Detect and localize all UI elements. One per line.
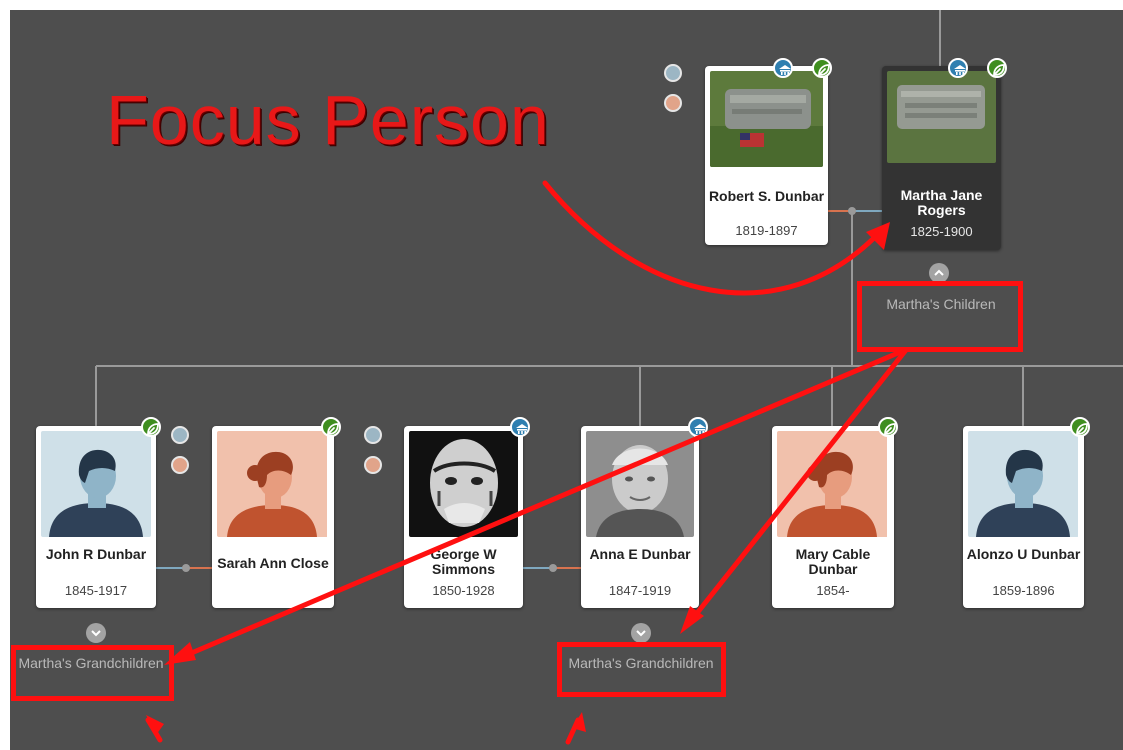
grandchildren-group-label: Martha's Grandchildren: [568, 655, 714, 671]
person-name: Anna E Dunbar: [589, 546, 691, 562]
annotation-box-children: [857, 281, 1023, 352]
memorial-icon: [773, 58, 793, 78]
person-years: 1847-1919: [608, 583, 672, 598]
collapse-children-button[interactable]: [929, 263, 949, 283]
person-years: 1819-1897: [735, 223, 798, 238]
expand-children-button[interactable]: [86, 623, 106, 643]
person-years: 1825-1900: [910, 224, 973, 239]
tree-leaf-icon: [878, 417, 898, 437]
annotation-box-grandchildren: [557, 642, 726, 697]
portrait-photo: [409, 431, 518, 537]
person-years: 1850-1928: [432, 583, 495, 598]
person-card-robert-dunbar[interactable]: Robert S. Dunbar 1819-1897: [705, 66, 828, 245]
children-group-label: Martha's Children: [886, 296, 996, 312]
grandchildren-group-label: Martha's Grandchildren: [18, 655, 164, 671]
person-card-john-dunbar[interactable]: John R Dunbar 1845-1917: [36, 426, 156, 608]
person-name: Mary Cable Dunbar: [795, 546, 871, 577]
person-card-alonzo-dunbar[interactable]: Alonzo U Dunbar 1859-1896: [963, 426, 1084, 608]
tree-leaf-icon: [141, 417, 161, 437]
tree-leaf-icon: [1070, 417, 1090, 437]
person-card-sarah-close[interactable]: Sarah Ann Close: [212, 426, 334, 608]
gravestone-photo: [710, 71, 823, 167]
person-name: Sarah Ann Close: [217, 555, 329, 571]
chevron-up-icon: [934, 269, 944, 276]
person-name: Martha Jane Rogers: [900, 187, 983, 218]
tree-leaf-icon: [987, 58, 1007, 78]
person-years: 1859-1896: [992, 583, 1055, 598]
parents-switch-icon[interactable]: [171, 426, 193, 480]
person-name: John R Dunbar: [45, 546, 147, 562]
chevron-down-icon: [636, 630, 646, 637]
gravestone-photo: [887, 71, 996, 163]
person-card-anna-dunbar[interactable]: Anna E Dunbar 1847-1919: [581, 426, 699, 608]
person-name: George W Simmons: [430, 546, 497, 577]
person-name: Robert S. Dunbar: [708, 188, 825, 204]
annotation-box-grandchildren: [11, 645, 174, 701]
chevron-down-icon: [91, 630, 101, 637]
person-years: 1854-: [816, 583, 850, 598]
person-card-martha-rogers[interactable]: Martha Jane Rogers 1825-1900: [882, 66, 1001, 250]
person-name: Alonzo U Dunbar: [966, 546, 1081, 562]
person-card-mary-dunbar[interactable]: Mary Cable Dunbar 1854-: [772, 426, 894, 608]
person-years: 1845-1917: [64, 583, 128, 598]
tree-leaf-icon: [812, 58, 832, 78]
expand-children-button[interactable]: [631, 623, 651, 643]
memorial-icon: [510, 417, 530, 437]
person-card-george-simmons[interactable]: George W Simmons 1850-1928: [404, 426, 523, 608]
tree-leaf-icon: [321, 417, 341, 437]
parents-switch-icon[interactable]: [364, 426, 386, 480]
memorial-icon: [948, 58, 968, 78]
focus-person-annotation: Focus Person: [106, 81, 550, 159]
parents-switch-icon[interactable]: [664, 64, 686, 118]
